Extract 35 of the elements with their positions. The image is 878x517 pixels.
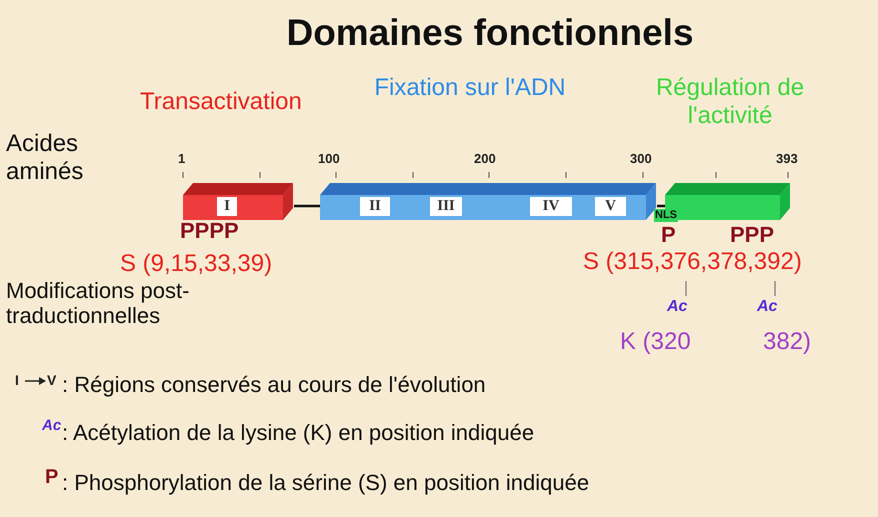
tick-label: 100	[318, 152, 340, 167]
region-label: I	[217, 197, 237, 216]
domain-title: Régulation de l'activité	[654, 74, 806, 130]
tick-label: 200	[474, 152, 496, 167]
domain-title: Fixation sur l'ADN	[373, 74, 567, 102]
legend-symbol: I	[15, 372, 19, 388]
domain-title: Transactivation	[140, 88, 302, 116]
region-label: II	[360, 197, 390, 216]
lysine-position: K (320	[620, 328, 691, 356]
serine-positions: S (9,15,33,39)	[120, 250, 272, 278]
legend-text: : Phosphorylation de la sérine (S) en position indiquée	[62, 470, 590, 496]
region-label: IV	[530, 197, 572, 216]
linker-line	[294, 204, 320, 208]
region-label: V	[595, 197, 626, 216]
phosphorylation-mark: PPP	[730, 222, 774, 248]
acetylation-mark: Ac	[667, 298, 688, 316]
edge-label: NLS	[654, 209, 678, 222]
phosphorylation-mark: P	[661, 222, 676, 248]
axis-title: Acides aminés	[6, 130, 84, 186]
acetylation-mark: Ac	[757, 298, 778, 316]
linker-line	[657, 204, 665, 208]
region-label: III	[430, 197, 462, 216]
legend-text: : Régions conservés au cours de l'évolution	[62, 372, 486, 398]
legend-symbol: V	[47, 372, 56, 388]
tick-label: 393	[776, 152, 798, 167]
legend-symbol: Ac	[42, 417, 62, 434]
title: Domaines fonctionnels	[285, 12, 695, 55]
lysine-position: 382)	[763, 328, 812, 356]
phosphorylation-mark: PPPP	[180, 218, 239, 244]
axis-title: Modifications post-traductionnelles	[6, 278, 190, 329]
legend-text: : Acétylation de la lysine (K) en position indiquée	[62, 420, 534, 446]
legend-symbol: P	[45, 466, 58, 489]
serine-positions: S (315,376,378,392)	[583, 248, 802, 276]
tick-label: 1	[178, 152, 186, 167]
tick-label: 300	[630, 152, 652, 167]
